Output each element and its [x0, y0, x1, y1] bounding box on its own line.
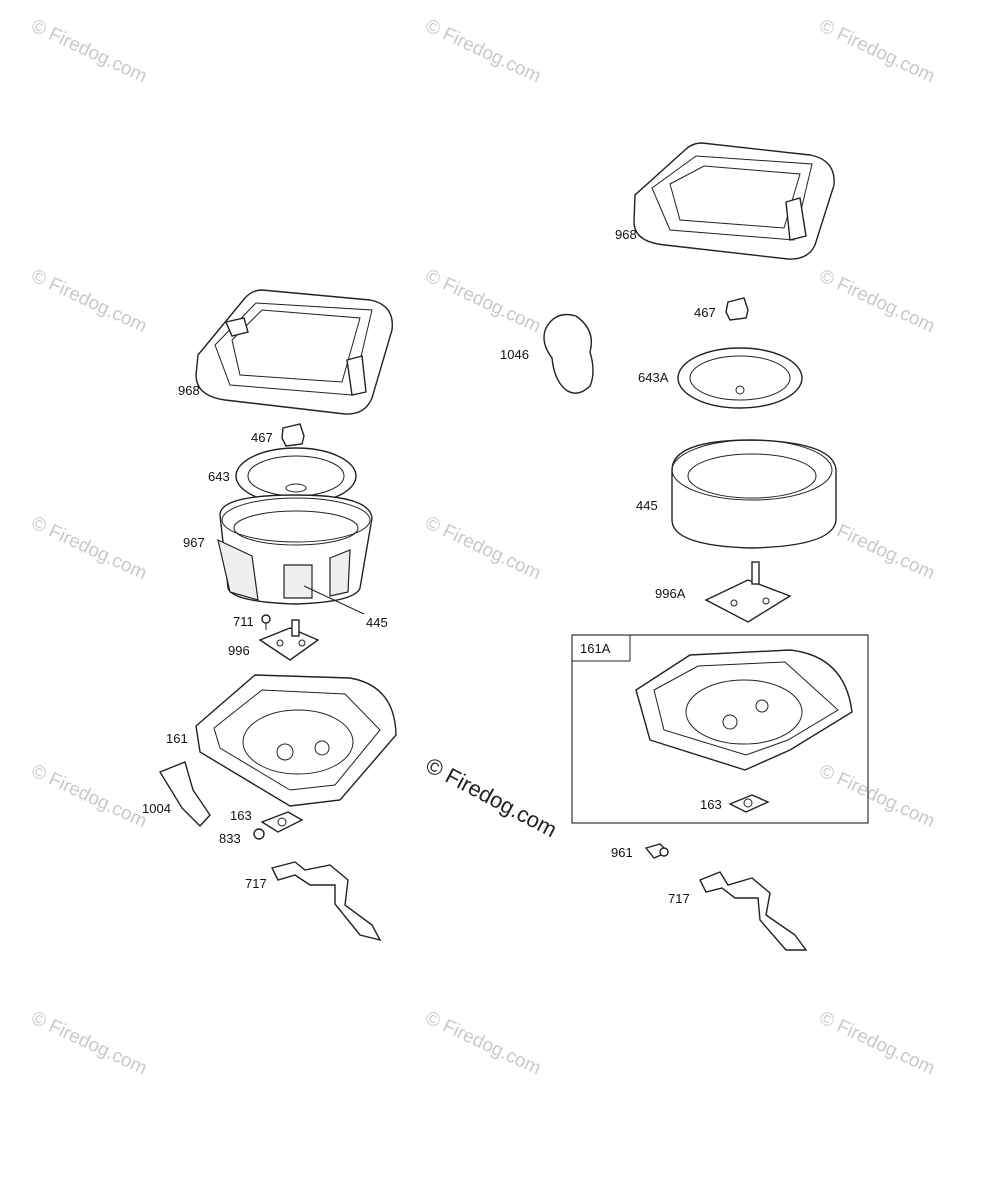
gasket-163-right	[728, 794, 770, 813]
watermark: © Firedog.com	[816, 1007, 938, 1079]
label-643: 643	[208, 469, 230, 484]
label-833: 833	[219, 831, 241, 846]
label-161A: 161A	[580, 641, 611, 656]
gasket-163-left	[260, 811, 304, 833]
bracket-717-right	[699, 871, 808, 951]
label-996A: 996A	[655, 586, 686, 601]
precleaner-643A	[677, 347, 803, 409]
cover-968-left	[195, 289, 394, 415]
label-445-right: 445	[636, 498, 658, 513]
watermark: © Firedog.com	[422, 512, 544, 584]
label-967: 967	[183, 535, 205, 550]
watermark: © Firedog.com	[422, 15, 544, 87]
watermark: © Firedog.com	[816, 15, 938, 87]
watermark: © Firedog.com	[422, 265, 544, 337]
housing-967	[217, 494, 373, 605]
watermark: © Firedog.com	[422, 1007, 544, 1079]
label-968-left: 968	[178, 383, 200, 398]
label-717-left: 717	[245, 876, 267, 891]
center-watermark: © Firedog.com	[422, 752, 561, 842]
watermark: © Firedog.com	[816, 760, 938, 832]
bracket-1004	[158, 761, 211, 828]
label-445-left: 445	[366, 615, 388, 630]
clip-467-left	[281, 423, 305, 447]
plate-996A	[704, 561, 792, 623]
watermark: © Firedog.com	[28, 15, 150, 87]
label-643A: 643A	[638, 370, 669, 385]
watermark: © Firedog.com	[28, 1007, 150, 1079]
bracket-717-left	[270, 861, 382, 942]
label-467-right: 467	[694, 305, 716, 320]
base-161	[195, 674, 397, 807]
clip-467-right	[725, 297, 749, 321]
base-161A	[635, 649, 853, 771]
plate-996	[258, 619, 320, 661]
label-968-right: 968	[615, 227, 637, 242]
label-1046: 1046	[500, 347, 529, 362]
label-1004: 1004	[142, 801, 171, 816]
label-996: 996	[228, 643, 250, 658]
watermark: © Firedog.com	[28, 265, 150, 337]
kit-box-161A	[571, 634, 869, 824]
watermark: © Firedog.com	[28, 760, 150, 832]
gasket-1046	[543, 313, 594, 394]
part-labels: 968 467 643 967 445 711 996 161 1004 163…	[142, 227, 722, 906]
label-711: 711	[233, 614, 254, 629]
watermark: © Firedog.com	[28, 512, 150, 584]
nut-833	[253, 828, 265, 840]
leader-445-left	[303, 585, 365, 615]
screw-711	[261, 614, 271, 630]
label-467-left: 467	[251, 430, 273, 445]
watermark: © Firedog.com	[816, 265, 938, 337]
label-163-left: 163	[230, 808, 252, 823]
cover-968-right	[633, 142, 835, 260]
label-161: 161	[166, 731, 188, 746]
label-961: 961	[611, 845, 633, 860]
filter-445-right	[671, 439, 837, 549]
label-717-right: 717	[668, 891, 690, 906]
label-163-right: 163	[700, 797, 722, 812]
screw-961	[644, 843, 670, 859]
